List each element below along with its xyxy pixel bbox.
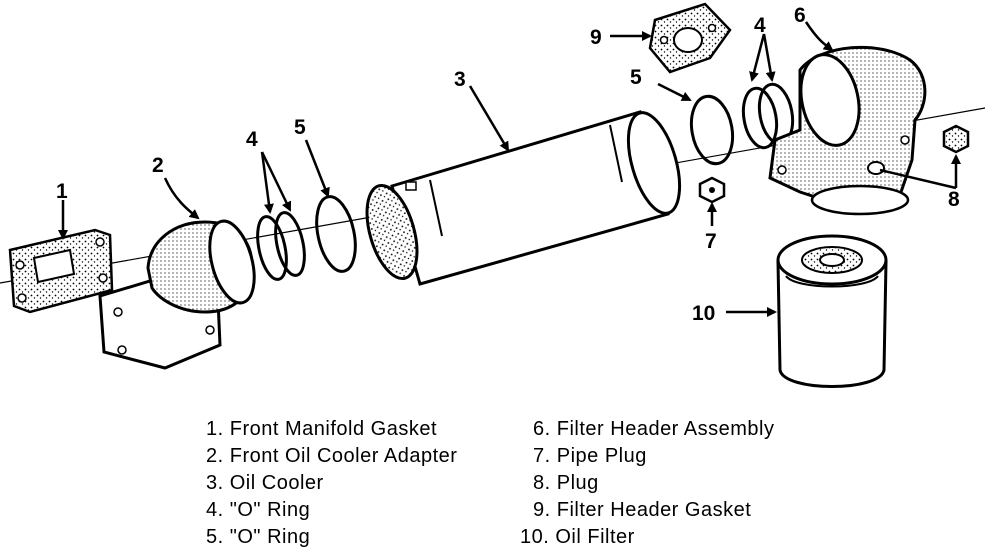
legend-item-number: 7. [533, 445, 551, 467]
callout-9: 9 [590, 26, 602, 49]
filter-header-assembly [768, 45, 927, 216]
legend-item-number: 5. [206, 526, 224, 548]
legend-item: 9. Filter Header Gasket [520, 497, 775, 524]
legend-item: 5. "O" Ring [206, 524, 457, 550]
legend-item: 2. Front Oil Cooler Adapter [206, 443, 457, 470]
parts-legend-left: 1. Front Manifold Gasket 2. Front Oil Co… [206, 416, 457, 550]
callout-8: 8 [948, 188, 960, 211]
legend-item-label: Front Oil Cooler Adapter [229, 445, 458, 467]
callout-7: 7 [705, 230, 717, 253]
legend-item-number: 8. [533, 472, 551, 494]
front-manifold-gasket [8, 228, 114, 314]
legend-item-number: 1. [206, 418, 224, 440]
legend-item-label: Filter Header Gasket [556, 499, 752, 521]
callout-6: 6 [794, 4, 806, 27]
legend-item-label: Filter Header Assembly [556, 418, 775, 440]
callout-5-left: 5 [294, 116, 306, 139]
callout-1: 1 [56, 180, 68, 203]
front-oil-cooler-adapter [98, 219, 256, 370]
legend-item: 7. Pipe Plug [520, 443, 775, 470]
legend-item-number: 4. [206, 499, 224, 521]
callout-10: 10 [692, 302, 715, 325]
legend-item-label: Oil Cooler [229, 472, 324, 494]
legend-item: 10. Oil Filter [520, 524, 775, 550]
legend-item-number: 9. [533, 499, 551, 521]
callout-2: 2 [152, 154, 164, 177]
o-ring-left [256, 211, 306, 281]
legend-item: 4. "O" Ring [206, 497, 457, 524]
legend-item-number: 3. [206, 472, 224, 494]
legend-item-number: 6. [533, 418, 551, 440]
callout-4-right: 4 [754, 14, 766, 37]
legend-item: 1. Front Manifold Gasket [206, 416, 457, 443]
legend-item: 8. Plug [520, 470, 775, 497]
legend-item-label: Front Manifold Gasket [229, 418, 437, 440]
legend-item: 6. Filter Header Assembly [520, 416, 775, 443]
callout-4-left: 4 [246, 128, 258, 151]
legend-item-label: Pipe Plug [556, 445, 647, 467]
leader-lines [58, 21, 961, 317]
pipe-plug [698, 176, 726, 204]
parts-legend-right: 6. Filter Header Assembly 7. Pipe Plug 8… [520, 416, 775, 550]
legend-item-label: Plug [556, 472, 599, 494]
o-ring-5-left [315, 195, 357, 273]
oil-filter [776, 234, 888, 388]
filter-header-gasket [648, 2, 732, 74]
legend-item-number: 10. [520, 526, 550, 548]
legend-item-label: "O" Ring [229, 526, 311, 548]
o-ring-5-right [689, 94, 735, 166]
legend-item-label: Oil Filter [555, 526, 635, 548]
legend-item: 3. Oil Cooler [206, 470, 457, 497]
callout-5-right: 5 [630, 66, 642, 89]
legend-item-label: "O" Ring [229, 499, 311, 521]
callout-3: 3 [454, 68, 466, 91]
legend-item-number: 2. [206, 445, 224, 467]
plug [942, 124, 970, 154]
oil-cooler [365, 110, 682, 286]
